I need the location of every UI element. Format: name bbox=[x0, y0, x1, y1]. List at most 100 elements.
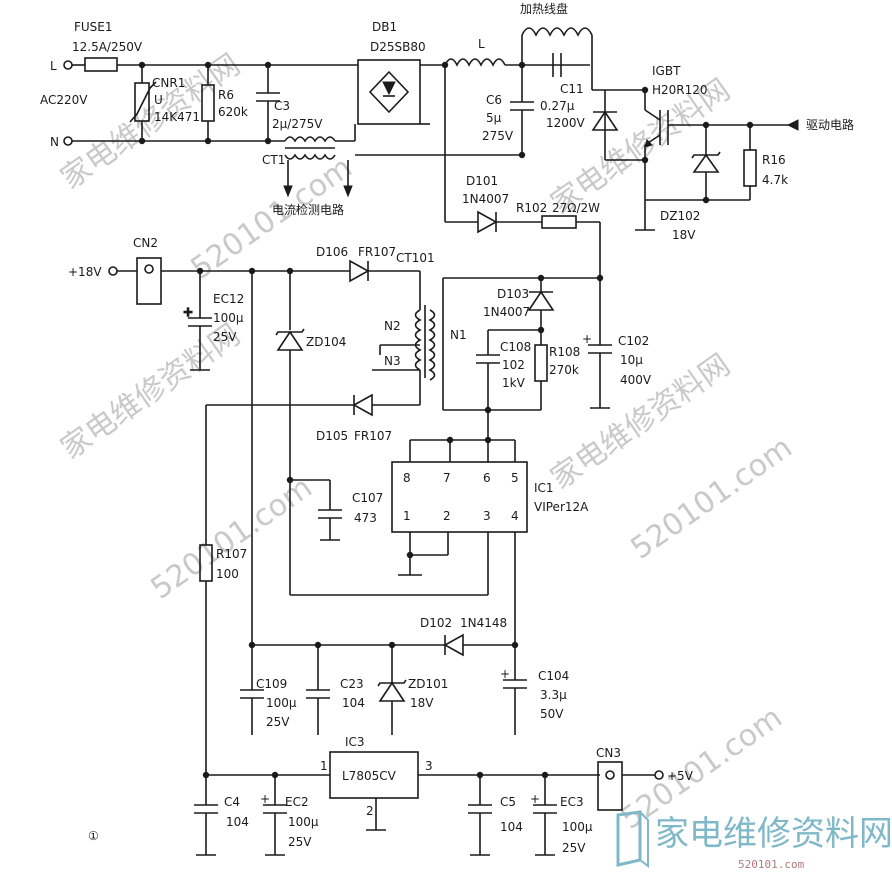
r102-symbol bbox=[541, 215, 577, 229]
c6-voltage: 275V bbox=[482, 129, 514, 143]
ic1-pin6: 6 bbox=[483, 471, 491, 485]
d103-value: 1N4007 bbox=[483, 305, 530, 319]
ic3-pin2: 2 bbox=[366, 804, 374, 818]
ct1-secondary bbox=[284, 153, 336, 160]
igbt-ref: IGBT bbox=[652, 64, 681, 78]
c108-voltage: 1kV bbox=[502, 376, 526, 390]
coil-label: 加热线盘 bbox=[520, 1, 568, 16]
ct101-ref: CT101 bbox=[396, 251, 435, 265]
watermark-url: 520101.com bbox=[145, 470, 319, 607]
neutral-terminal bbox=[63, 136, 73, 146]
watermarks: 家电维修资料网 家电维修资料网 家电维修资料网 家电维修资料网 520101.c… bbox=[55, 47, 799, 836]
ec2-ref: EC2 bbox=[285, 795, 309, 809]
cn2-connector bbox=[136, 257, 162, 305]
d106-value: FR107 bbox=[358, 245, 396, 259]
svg-text:+: + bbox=[183, 305, 193, 319]
d101-ref: D101 bbox=[466, 174, 498, 188]
regulator-section: IC3 L7805CV 1 3 2 C4 104 + EC2 100μ 25V bbox=[194, 735, 694, 856]
c5-ref: C5 bbox=[500, 795, 516, 809]
ct1-ref: CT1 bbox=[262, 153, 285, 167]
watermark-url: 520101.com bbox=[185, 150, 359, 287]
c11-ref: C11 bbox=[560, 82, 584, 96]
ct101-n2: N2 bbox=[384, 319, 401, 333]
c23-ref: C23 bbox=[340, 677, 364, 691]
ic1-pin1: 1 bbox=[403, 509, 411, 523]
ic1-pin2: 2 bbox=[443, 509, 451, 523]
r102-ref: R102 bbox=[516, 201, 547, 215]
d106-ref: D106 bbox=[316, 245, 348, 259]
dz102-ref: DZ102 bbox=[660, 209, 700, 223]
c108-ref: C108 bbox=[500, 340, 531, 354]
mains-label: AC220V bbox=[40, 93, 88, 107]
ec12-ref: EC12 bbox=[213, 292, 244, 306]
cn2-voltage: +18V bbox=[68, 265, 102, 279]
cnr1-ref: CNR1 bbox=[152, 76, 185, 90]
inductor-symbol bbox=[444, 58, 506, 67]
c6-value: 5μ bbox=[486, 111, 502, 125]
svg-text:+: + bbox=[530, 792, 540, 806]
cnr1-u: U bbox=[154, 93, 163, 107]
r16-ref: R16 bbox=[762, 153, 786, 167]
r108-ref: R108 bbox=[549, 345, 580, 359]
ic1-ref: IC1 bbox=[534, 481, 554, 495]
dz102-symbol bbox=[692, 153, 720, 173]
ec3-value: 100μ bbox=[562, 820, 593, 834]
ec2-voltage: 25V bbox=[288, 835, 312, 849]
ic1-pin8: 8 bbox=[403, 471, 411, 485]
r16-symbol bbox=[743, 149, 757, 187]
d102-value: 1N4148 bbox=[460, 616, 507, 630]
r107-value: 100 bbox=[216, 567, 239, 581]
bridge-rectifier-symbol bbox=[357, 59, 421, 125]
svg-text:+: + bbox=[582, 332, 592, 346]
c23-value: 104 bbox=[342, 696, 365, 710]
fuse-ref: FUSE1 bbox=[74, 20, 113, 34]
r102-value: 27Ω/2W bbox=[552, 201, 600, 215]
ic1-pin3: 3 bbox=[483, 509, 491, 523]
c109-value: 100μ bbox=[266, 696, 297, 710]
power-stage: L 加热线盘 C11 0.27μ 1200V C6 5μ 275V bbox=[441, 1, 854, 278]
inductor-ref: L bbox=[478, 37, 485, 51]
ct101-winding-n1 bbox=[428, 309, 436, 381]
db1-value: D25SB80 bbox=[370, 40, 426, 54]
r6-ref: R6 bbox=[218, 88, 234, 102]
c4-ref: C4 bbox=[224, 795, 240, 809]
fuse-value: 12.5A/250V bbox=[72, 40, 143, 54]
fuse-symbol bbox=[84, 57, 118, 72]
ic1-pin7: 7 bbox=[443, 471, 451, 485]
zd101-symbol bbox=[378, 681, 406, 702]
d102-symbol bbox=[443, 633, 464, 657]
c104-voltage: 50V bbox=[540, 707, 564, 721]
c109-ref: C109 bbox=[256, 677, 287, 691]
mains-input-section: L N AC220V FUSE1 12.5A/250V CNR1 U 14K47… bbox=[40, 20, 525, 217]
ec12-value: 100μ bbox=[213, 311, 244, 325]
c104-value: 3.3μ bbox=[540, 688, 567, 702]
ct101-n3: N3 bbox=[384, 354, 401, 368]
ec12-voltage: 25V bbox=[213, 330, 237, 344]
neutral-terminal-label: N bbox=[50, 135, 59, 149]
ic3-value: L7805CV bbox=[342, 769, 397, 783]
d102-ref: D102 bbox=[420, 616, 452, 630]
site-logo: 家电维修资料网 520101.com bbox=[616, 810, 892, 871]
c102-ref: C102 bbox=[618, 334, 649, 348]
d101-symbol bbox=[477, 210, 498, 234]
logo-text: 家电维修资料网 bbox=[655, 814, 892, 854]
watermark-url: 520101.com bbox=[625, 430, 799, 567]
svg-text:+: + bbox=[500, 667, 510, 681]
c108-value: 102 bbox=[502, 358, 525, 372]
r16-value: 4.7k bbox=[762, 173, 788, 187]
c109-voltage: 25V bbox=[266, 715, 290, 729]
ec3-ref: EC3 bbox=[560, 795, 584, 809]
c6-ref: C6 bbox=[486, 93, 502, 107]
zd101-value: 18V bbox=[410, 696, 434, 710]
zd104-ref: ZD104 bbox=[306, 335, 346, 349]
c104-ref: C104 bbox=[538, 669, 569, 683]
db1-ref: DB1 bbox=[372, 20, 397, 34]
zd101-ref: ZD101 bbox=[408, 677, 448, 691]
ic1-pin5: 5 bbox=[511, 471, 519, 485]
current-detect-label: 电流检测电路 bbox=[272, 202, 344, 217]
c4-value: 104 bbox=[226, 815, 249, 829]
r108-value: 270k bbox=[549, 363, 579, 377]
ec2-value: 100μ bbox=[288, 815, 319, 829]
line-terminal bbox=[63, 60, 73, 70]
